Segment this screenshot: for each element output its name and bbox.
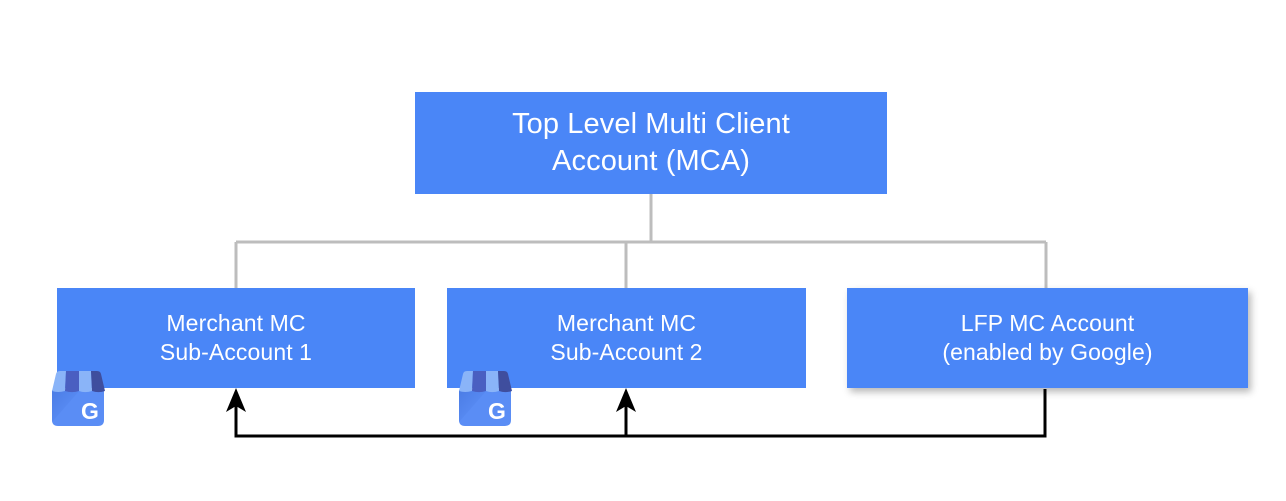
flow-path-lfp-to-merchants <box>234 389 1047 438</box>
storefront-body <box>459 390 511 426</box>
flow-connectors <box>234 389 1047 438</box>
google-g-letter: G <box>488 398 506 424</box>
arrowhead-into-merchant-1 <box>226 388 246 412</box>
flow-arrowheads <box>226 388 636 412</box>
node-merchant-mc-sub-account-2-label: Merchant MC Sub-Account 2 <box>550 309 703 365</box>
google-g-letter: G <box>81 398 99 424</box>
node-top-level-mca-label: Top Level Multi Client Account (MCA) <box>512 107 790 177</box>
tree-connectors <box>234 194 1048 289</box>
node-lfp-mc-account[interactable]: LFP MC Account (enabled by Google) <box>847 288 1248 388</box>
svg-text:G: G <box>81 398 99 424</box>
node-top-level-mca[interactable]: Top Level Multi Client Account (MCA) <box>415 92 887 194</box>
google-business-profile-storefront-icon: G <box>52 371 105 426</box>
storefront-awning <box>459 371 512 393</box>
node-merchant-mc-sub-account-1[interactable]: Merchant MC Sub-Account 1 <box>57 288 415 388</box>
google-business-profile-storefront-icon: G <box>459 371 512 426</box>
storefront-awning <box>52 371 105 393</box>
svg-text:G: G <box>488 398 506 424</box>
arrowhead-into-merchant-2 <box>616 388 636 412</box>
storefront-body <box>52 390 104 426</box>
node-lfp-mc-account-label: LFP MC Account (enabled by Google) <box>942 309 1153 365</box>
node-merchant-mc-sub-account-2[interactable]: Merchant MC Sub-Account 2 <box>447 288 806 388</box>
node-merchant-mc-sub-account-1-label: Merchant MC Sub-Account 1 <box>159 309 313 365</box>
